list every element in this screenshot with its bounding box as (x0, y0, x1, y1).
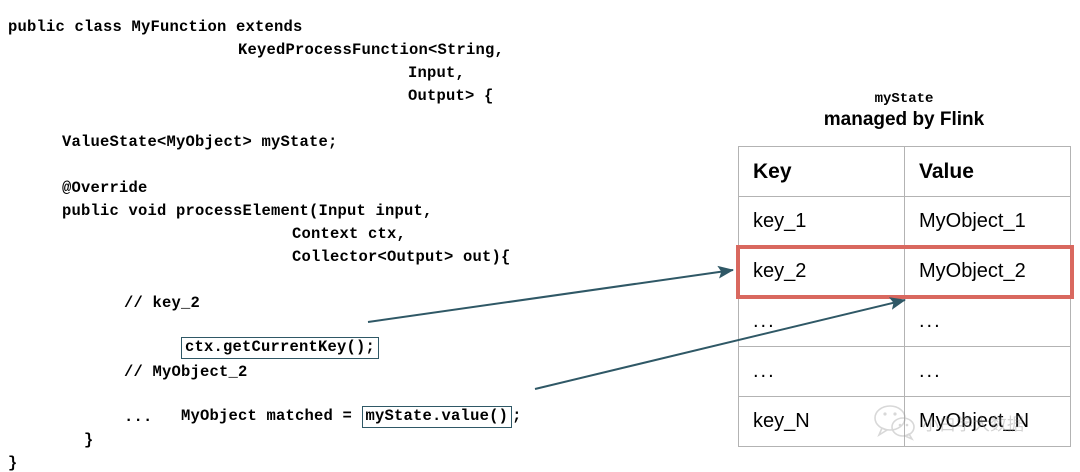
table-cell-key: key_1 (738, 196, 905, 247)
state-name-label: myState (874, 91, 934, 107)
code-line: public void processElement(Input input, (62, 202, 433, 220)
table-row: key_N MyObject_N (738, 396, 1071, 447)
table-cell-key: key_N (738, 396, 905, 447)
table-cell-key: ... (738, 346, 905, 397)
table-row: ... ... (738, 346, 1071, 397)
table-cell-value: ... (904, 296, 1071, 347)
code-line: public class MyFunction extends (8, 18, 303, 36)
table-header-row: Key Value (738, 146, 1071, 197)
table-header-key: Key (738, 146, 905, 197)
code-line: Input, (408, 64, 466, 82)
state-table: Key Value key_1 MyObject_1 key_2 MyObjec… (738, 146, 1071, 447)
code-comment-myobject2: // MyObject_2 (124, 363, 248, 381)
table-row-highlighted: key_2 MyObject_2 (738, 246, 1071, 297)
boxed-statement-get-current-key: ctx.getCurrentKey(); (124, 313, 380, 382)
managed-by-flink-label: managed by Flink (823, 109, 985, 130)
table-cell-value: MyObject_N (904, 396, 1071, 447)
boxed-statement-mystate-value: MyObject matched = myState.value(); (124, 382, 522, 451)
java-code-block: public class MyFunction extends KeyedPro… (0, 6, 700, 472)
code-ellipsis: ... (124, 408, 153, 426)
table-row: ... ... (738, 296, 1071, 347)
code-closing-brace-method: } (84, 431, 94, 449)
boxed-code-text: ctx.getCurrentKey(); (181, 337, 380, 359)
table-header-value: Value (904, 146, 1071, 197)
code-line: ValueState<MyObject> myState; (62, 133, 338, 151)
code-line: Collector<Output> out){ (292, 248, 511, 266)
code-assignment-suffix: ; (512, 407, 522, 425)
table-cell-key: key_2 (738, 246, 905, 297)
code-closing-brace-class: } (8, 454, 18, 472)
code-comment-key2: // key_2 (124, 294, 201, 312)
code-line: @Override (62, 179, 148, 197)
code-assignment-prefix: MyObject matched = (181, 407, 362, 425)
code-line: Context ctx, (292, 225, 407, 243)
table-cell-value: MyObject_1 (904, 196, 1071, 247)
boxed-code-text: myState.value() (361, 406, 513, 428)
code-line: Output> { (408, 87, 494, 105)
table-cell-key: ... (738, 296, 905, 347)
code-line: KeyedProcessFunction<String, (238, 41, 505, 59)
table-cell-value: MyObject_2 (904, 246, 1071, 297)
table-row: key_1 MyObject_1 (738, 196, 1071, 247)
table-cell-value: ... (904, 346, 1071, 397)
state-panel-title: myState managed by Flink (738, 90, 1070, 132)
